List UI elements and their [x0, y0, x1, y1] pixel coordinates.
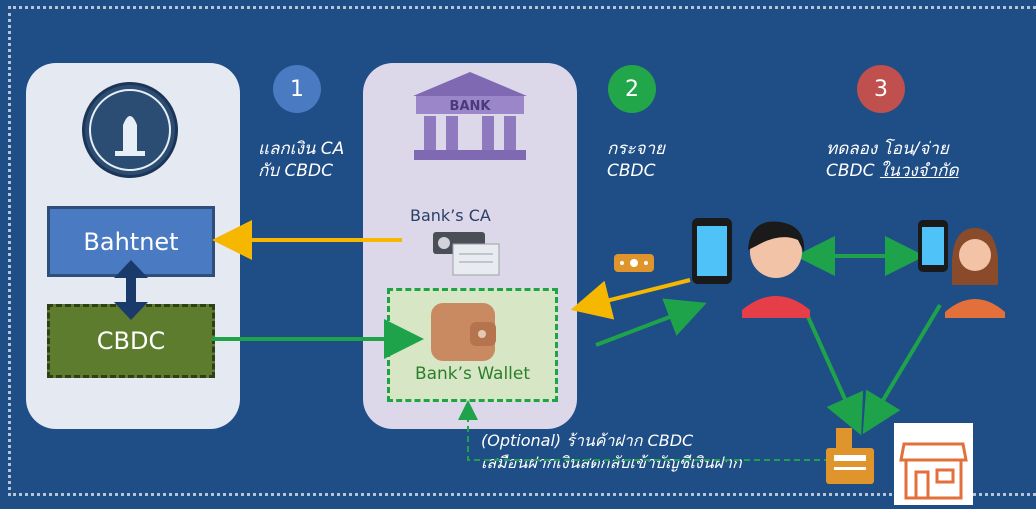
- bahtnet-cbdc-link-arrow: [114, 260, 148, 320]
- step-1-badge: 1: [273, 65, 321, 113]
- bahtnet-label: Bahtnet: [83, 227, 179, 256]
- wallet-to-user-arrow: [595, 298, 707, 347]
- bank-ca-label: Bank’s CA: [410, 206, 491, 225]
- step-3-text: ทดลอง โอน/จ่าย CBDC ในวงจำกัด: [826, 139, 959, 181]
- bank-building-icon: BANK: [413, 72, 527, 160]
- bank-wallet-label: Bank’s Wallet: [414, 364, 531, 384]
- man-with-phone-icon: [692, 218, 810, 318]
- wallet-icon: [431, 303, 496, 361]
- cash-register-icon: [826, 428, 874, 484]
- woman-to-shop-arrow: [862, 303, 942, 435]
- dotted-frame: [8, 6, 1036, 496]
- optional-deposit-arrow: [458, 400, 830, 461]
- user-to-wallet-arrow: [570, 278, 691, 320]
- shop-icon: [894, 423, 973, 505]
- cbdc-label: CBDC: [96, 327, 166, 355]
- step-1-text: แลกเงิน CA กับ CBDC: [258, 139, 345, 181]
- user-to-shop-arrow: [803, 309, 864, 436]
- central-bank-seal-icon: [82, 82, 178, 178]
- step-2-badge: 2: [608, 65, 656, 113]
- optional-note: (Optional) ร้านค้าฝาก CBDC เสมือนฝากเงิน…: [481, 431, 742, 472]
- money-icon: [614, 254, 654, 272]
- woman-with-phone-icon: [918, 220, 1005, 318]
- step-2-text: กระจาย CBDC: [607, 139, 666, 181]
- svg-text:BANK: BANK: [450, 99, 492, 114]
- step-3-badge: 3: [857, 65, 905, 113]
- cheque-icon: [433, 232, 500, 276]
